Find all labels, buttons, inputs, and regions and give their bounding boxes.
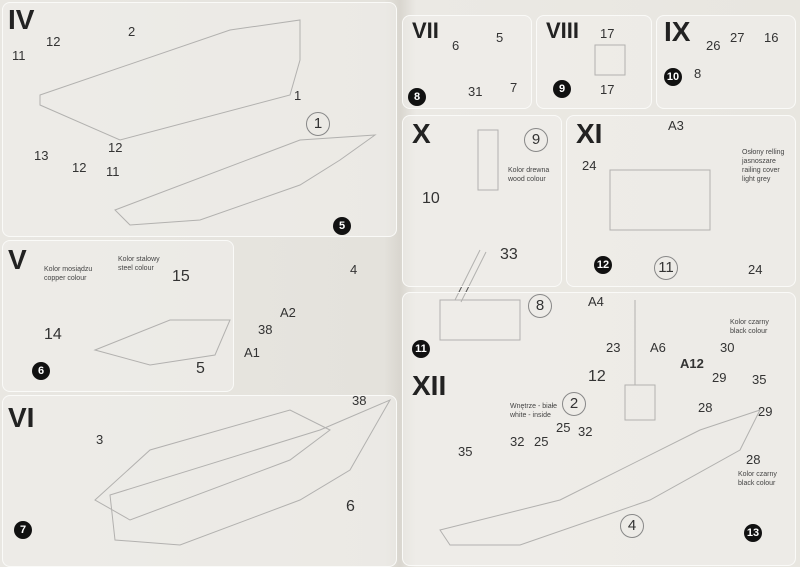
panel-vi: [2, 395, 397, 567]
color-note: steel colour: [118, 265, 154, 272]
part-label: 16: [764, 30, 779, 45]
part-label: 24: [748, 262, 763, 277]
part-label: 30: [720, 340, 735, 355]
step-number: 8: [408, 88, 426, 106]
part-label: 12: [588, 368, 606, 385]
color-note: railing cover: [742, 167, 780, 174]
color-note: jasnoszare: [742, 158, 776, 165]
part-label: 12: [108, 140, 123, 155]
part-label: A12: [680, 356, 704, 371]
part-label: 11: [106, 164, 120, 179]
step-number: 9: [553, 80, 571, 98]
part-label: 11: [654, 256, 678, 280]
part-label: 38: [258, 322, 273, 337]
step-number: 7: [14, 521, 32, 539]
part-label: 15: [172, 268, 190, 285]
part-label: 2: [562, 392, 586, 416]
part-label: A6: [650, 340, 666, 355]
part-label: A1: [244, 345, 260, 360]
part-label: A3: [668, 118, 684, 133]
part-label: 1: [306, 112, 330, 136]
part-label: 26: [706, 38, 721, 53]
part-label: A2: [280, 305, 296, 320]
part-label: 25: [556, 420, 571, 435]
part-label: 28: [746, 452, 761, 467]
part-label: 1: [294, 88, 302, 103]
panel-ix: [656, 15, 796, 109]
part-label: 8: [694, 66, 702, 81]
part-label: 4: [350, 262, 358, 277]
color-note: black colour: [738, 480, 776, 487]
part-label: 4: [620, 514, 644, 538]
part-label: 24: [582, 158, 597, 173]
section-title-viii: VIII: [546, 18, 580, 43]
section-title-xii: XII: [412, 370, 447, 401]
part-label: 29: [758, 404, 773, 419]
color-note: Kolor mosiądzu: [44, 266, 93, 273]
step-number: 6: [32, 362, 50, 380]
part-label: 29: [712, 370, 727, 385]
part-label: A4: [588, 294, 604, 309]
part-label: 5: [196, 360, 205, 377]
part-label: 27: [730, 30, 745, 45]
color-note: black colour: [730, 328, 768, 335]
step-number: 5: [333, 217, 351, 235]
color-note: copper colour: [44, 275, 87, 282]
color-note: white - inside: [510, 412, 551, 419]
part-label: 2: [128, 24, 136, 39]
part-label: 35: [752, 372, 767, 387]
section-title-v: V: [8, 244, 27, 275]
step-number: 10: [664, 68, 682, 86]
color-note: Kolor stalowy: [118, 256, 160, 263]
color-note: wood colour: [508, 176, 546, 183]
section-title-ix: IX: [664, 16, 691, 47]
step-number: 13: [744, 524, 762, 542]
part-label: 6: [346, 498, 355, 515]
part-label: 9: [524, 128, 548, 152]
panel-iv: [2, 2, 397, 237]
color-note: Osłony relling: [742, 149, 785, 156]
panel-xii: [402, 292, 796, 566]
part-label: 33: [500, 246, 518, 263]
part-label: 14: [44, 326, 62, 343]
part-label: 35: [458, 444, 473, 459]
part-label: 10: [422, 190, 440, 207]
color-note: Wnętrze - białe: [510, 403, 558, 410]
part-label: 13: [34, 148, 49, 163]
step-number: 11: [412, 340, 430, 358]
part-label: 17: [600, 82, 615, 97]
section-title-vi: VI: [8, 402, 35, 433]
color-note: Kolor czarny: [730, 319, 769, 326]
part-label: 32: [578, 424, 593, 439]
part-label: 12: [46, 34, 61, 49]
part-label: 25: [534, 434, 549, 449]
part-label: 7: [510, 80, 518, 95]
section-title-xi: XI: [576, 118, 603, 149]
part-label: 23: [606, 340, 621, 355]
section-title-iv: IV: [8, 4, 35, 35]
part-label: 3: [96, 432, 104, 447]
section-title-vii: VII: [412, 18, 439, 43]
part-label: 6: [452, 38, 460, 53]
color-note: Kolor czarny: [738, 471, 777, 478]
part-label: 17: [600, 26, 615, 41]
part-label: 38: [352, 393, 367, 408]
part-label: 12: [72, 160, 87, 175]
part-label: 28: [698, 400, 713, 415]
part-label: 32: [510, 434, 525, 449]
step-number: 12: [594, 256, 612, 274]
part-label: 8: [528, 294, 552, 318]
section-title-x: X: [412, 118, 431, 149]
color-note: Kolor drewna: [508, 167, 550, 174]
part-label: 31: [468, 84, 483, 99]
color-note: light grey: [742, 176, 771, 183]
part-label: 5: [496, 30, 504, 45]
part-label: 11: [12, 48, 26, 63]
